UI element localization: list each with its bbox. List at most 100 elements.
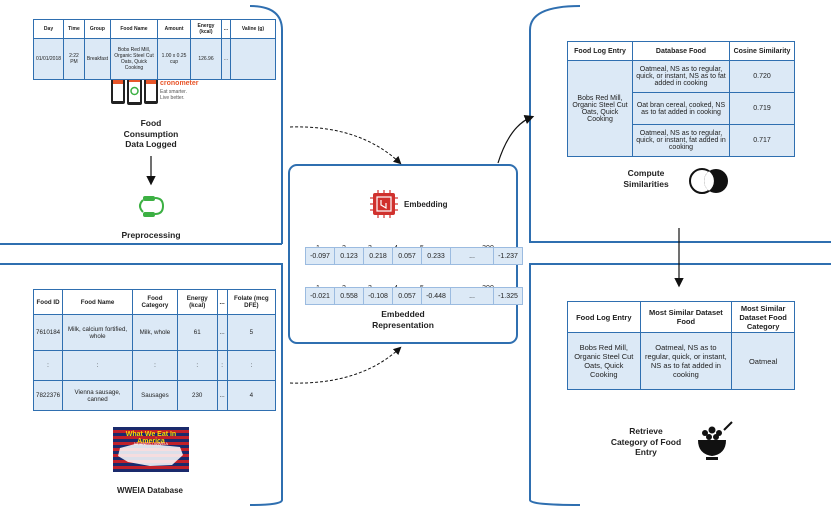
table-cell: Oatmeal, NS as to regular, quick, or ins… [632,124,730,157]
table-header: Energy (kcal) [176,289,218,315]
table-cell: ... [216,314,228,351]
vector-value: 0.218 [363,247,393,265]
table-header: Amount [156,19,192,39]
arrow-db-to-embedding [289,346,402,384]
table-cell: Breakfast [83,38,111,80]
table-cell: 5 [226,314,277,351]
table-row: 7822376 Vienna sausage, canned Sausages … [32,380,277,411]
table-row: 01/01/2018 2:22 PM Breakfast Bobs Red Mi… [32,38,276,80]
table-header: Folate (mcg DFE) [226,289,277,315]
wweia-logo [113,427,189,472]
vector-value: 0.057 [392,287,422,305]
arrow-log-to-embedding [289,126,402,165]
label-embedding: Embedding [404,200,448,209]
table-header: Food Log Entry [567,41,633,61]
table-header: Energy (kcal) [190,19,222,39]
table-header: Most Similar Dataset Food [639,301,733,333]
bracket-bottom-right [529,263,831,506]
table-cell: ... [220,38,232,80]
table-cell: Oatmeal [731,332,795,390]
table-cell: 7822376 [32,380,64,411]
table-header: Food Name [62,289,133,315]
table-cell: 2:22 PM [63,38,85,80]
embedding-vector-1: -0.097 0.123 0.218 0.057 0.233 ... -1.23… [305,247,523,265]
vector-value: 0.558 [334,287,364,305]
food-bowl-icon [698,421,733,460]
phone-screens-icon [111,75,158,105]
table-header: Valine (g) [230,19,276,39]
similarity-circles-icon [689,168,728,194]
cronometer-tagline: Eat smarter. Live better. [160,89,187,101]
similarity-table: Food Log Entry Database Food Cosine Simi… [567,41,795,157]
label-compute-similarities: Compute Similarities [623,168,669,189]
table-cell: Bobs Red Mill, Organic Steel Cut Oats, Q… [567,332,641,390]
vector-value: ... [450,287,494,305]
table-cell: 4 [226,380,277,411]
bracket-top-left [249,5,283,244]
label-preprocessing: Preprocessing [121,230,181,240]
bracket-top-right [529,5,831,243]
table-row: : : : : : : [32,350,277,381]
label-retrieve-category: Retrieve Category of Food Entry [610,426,682,458]
preprocessing-icon [139,196,165,217]
table-cell: 0.717 [729,124,795,157]
vector-value: -0.448 [421,287,451,305]
vector-value: 0.057 [392,247,422,265]
table-cell: 0.720 [729,60,795,93]
table-header: Group [83,19,111,39]
table-cell: 01/01/2018 [32,38,65,80]
table-header: Day [32,19,65,39]
vector-value: -0.021 [305,287,335,305]
label-embedded-representation: Embedded Representation [372,309,434,330]
label-wweia-db: WWEIA Database [117,486,183,495]
table-cell: Oatmeal, NS as to regular, quick, or ins… [632,60,730,93]
table-cell: 126.96 [190,38,222,80]
vector-value: -0.108 [363,287,393,305]
vector-value: -1.325 [493,287,523,305]
table-header: ... [216,289,228,315]
table-cell: Milk, whole [131,314,178,351]
table-cell [230,38,276,80]
table-cell: 1.00 x 0.25 cup [156,38,192,80]
table-cell: Milk, calcium fortified, whole [62,314,133,351]
table-cell: 0.719 [729,92,795,125]
table-cell: 7610184 [32,314,64,351]
table-cell: : [131,350,178,381]
table-cell: Sausages [131,380,178,411]
table-row: 7610184 Milk, calcium fortified, whole M… [32,314,277,351]
table-header: Cosine Similarity [729,41,795,61]
table-header: Food Category [131,289,178,315]
label-food-logged: Food Consumption Data Logged [123,118,179,150]
table-header: Database Food [632,41,730,61]
table-cell: 230 [176,380,218,411]
vector-value: ... [450,247,494,265]
table-cell: : [62,350,133,381]
table-cell: Oat bran cereal, cooked, NS as to fat ad… [632,92,730,125]
table-cell: Bobs Red Mill, Organic Steel Cut Oats, Q… [109,38,158,80]
embedding-chip-icon [370,190,398,218]
wweia-logo-text: What We Eat In America [125,431,177,445]
result-table: Food Log Entry Most Similar Dataset Food… [567,301,795,390]
vector-value: 0.123 [334,247,364,265]
table-cell: 61 [176,314,218,351]
bracket-bottom-left [0,263,283,506]
wweia-logo-subtext: NHANES / WWEIA [133,441,168,446]
table-cell: : [32,350,64,381]
table-cell: : [216,350,228,381]
table-cell: Oatmeal, NS as to regular, quick, or ins… [639,332,733,390]
table-row: Oatmeal, NS as to regular, quick, or ins… [568,124,795,157]
table-cell: : [176,350,218,381]
arrow-embedding-to-similarity [497,114,535,164]
table-header: Most Similar Dataset Food Category [731,301,795,333]
food-log-table: Day Time Group Food Name Amount Energy (… [32,19,276,80]
vector-value: -1.237 [493,247,523,265]
table-row: Bobs Red Mill, Organic Steel Cut Oats, Q… [567,332,795,390]
table-cell: : [226,350,277,381]
vector-value: 0.233 [421,247,451,265]
table-cell: Bobs Red Mill, Organic Steel Cut Oats, Q… [567,60,633,157]
wweia-table: Food ID Food Name Food Category Energy (… [32,289,277,411]
table-cell: ... [216,380,228,411]
table-cell: Vienna sausage, canned [62,380,133,411]
embedding-vector-2: -0.021 0.558 -0.108 0.057 -0.448 ... -1.… [305,287,523,305]
table-header: Time [63,19,85,39]
